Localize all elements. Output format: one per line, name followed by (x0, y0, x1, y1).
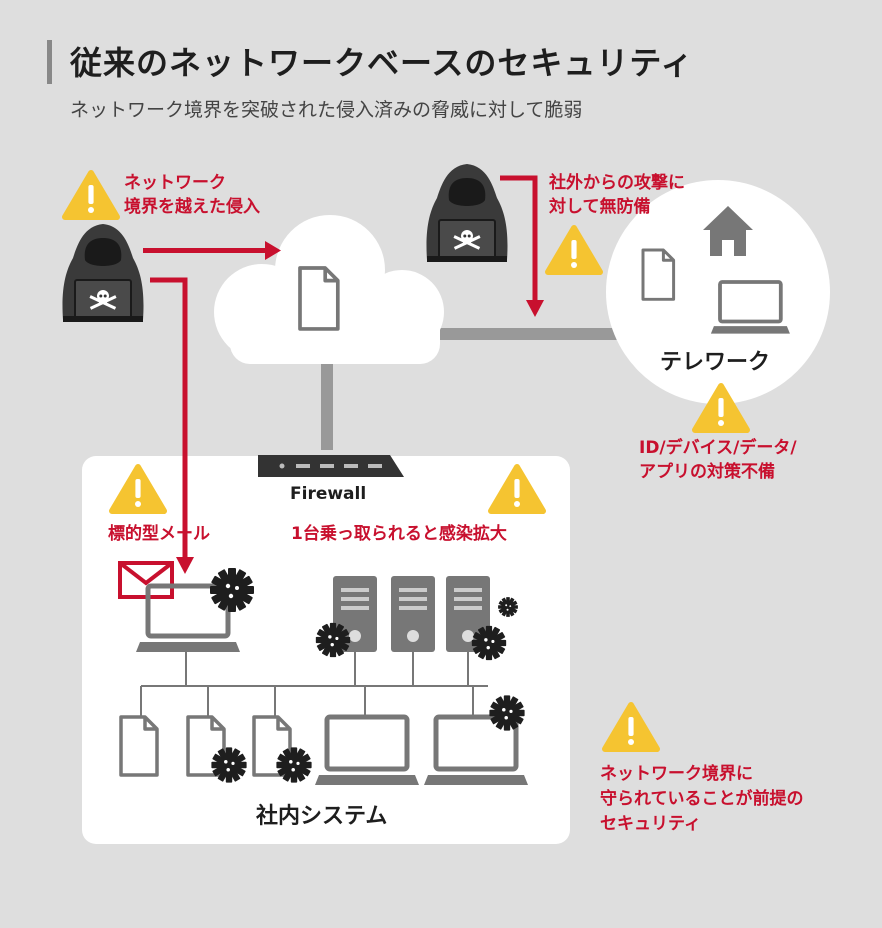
warning-icon-boundary (65, 173, 117, 217)
warning-text-external-line2: 対して無防備 (549, 197, 651, 217)
firewall-pole (321, 360, 333, 450)
home-icon (703, 206, 753, 256)
network-lines (140, 652, 488, 716)
warning-icon-external (548, 228, 600, 272)
cloud (214, 215, 444, 364)
attack-arrow-to-telework (500, 175, 544, 317)
hacker-icon-left (61, 223, 145, 323)
title-accent-bar (47, 40, 52, 84)
warning-text-perimeter-line1: ネットワーク境界に (600, 764, 753, 784)
warning-icon-perimeter (605, 705, 657, 749)
telework-label: テレワーク (660, 350, 771, 375)
firewall-icon (258, 455, 404, 477)
warning-text-spread: 1台乗っ取られると感染拡大 (291, 524, 507, 544)
mail-icon (118, 561, 174, 599)
warning-text-id-device: ID/デバイス/データ/ アプリの対策不備 (639, 436, 797, 484)
warning-text-perimeter-line2: 守られていることが前提の (600, 789, 804, 809)
warning-text-perimeter: ネットワーク境界に 守られていることが前提の セキュリティ (600, 762, 804, 837)
firewall-label: Firewall (290, 484, 367, 504)
attack-arrow-to-mail (150, 277, 194, 574)
warning-text-id-device-line2: アプリの対策不備 (639, 462, 775, 482)
hacker-icon-top (425, 163, 509, 263)
warning-text-boundary-line1: ネットワーク (124, 173, 226, 193)
page-title: 従来のネットワークベースのセキュリティ (70, 44, 694, 82)
warning-text-perimeter-line3: セキュリティ (600, 814, 701, 834)
attack-arrow-to-cloud (143, 241, 281, 260)
warning-text-external: 社外からの攻撃に 対して無防備 (549, 171, 685, 219)
telework-link-line (430, 328, 630, 340)
telework-circle (606, 180, 830, 404)
warning-text-external-line1: 社外からの攻撃に (549, 173, 685, 193)
internal-system-label: 社内システム (256, 804, 388, 829)
warning-text-id-device-line1: ID/デバイス/データ/ (639, 438, 797, 458)
warning-text-targeted-mail: 標的型メール (108, 524, 210, 544)
warning-text-boundary-line2: 境界を越えた侵入 (124, 197, 260, 217)
page-subtitle: ネットワーク境界を突破された侵入済みの脅威に対して脆弱 (70, 99, 583, 121)
server-icon-2 (391, 576, 435, 652)
warning-text-boundary: ネットワーク 境界を越えた侵入 (124, 171, 260, 219)
